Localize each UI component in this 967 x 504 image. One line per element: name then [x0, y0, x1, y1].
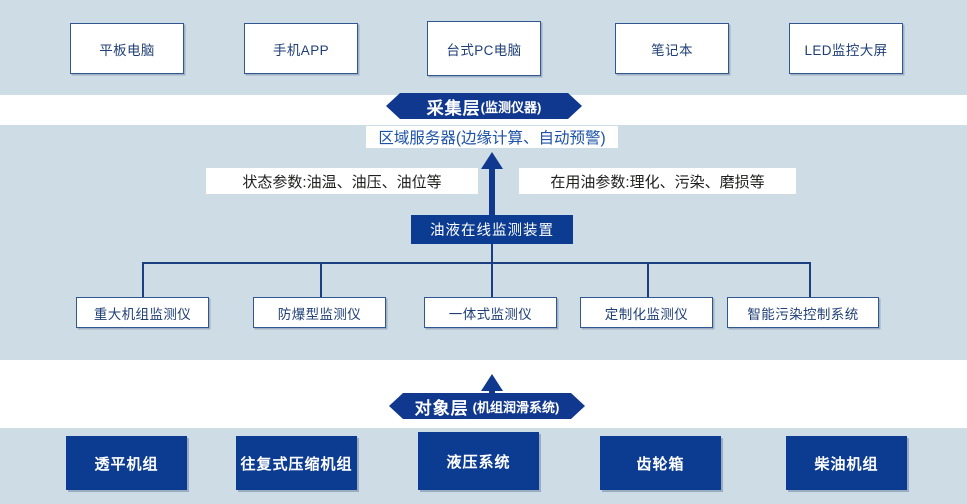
object-box-label: 柴油机组: [814, 455, 879, 473]
status-parameters-text: 状态参数:油温、油压、油位等: [242, 173, 442, 191]
oil-parameters-chip: 在用油参数:理化、污染、磨损等: [519, 168, 796, 194]
presentation-box-led-screen[interactable]: LED监控大屏: [789, 23, 903, 74]
online-monitoring-device-box[interactable]: 油液在线监测装置: [411, 215, 573, 244]
monitor-box-label: 防爆型监测仪: [277, 306, 362, 322]
object-banner-subtitle: (机组润滑系统): [472, 399, 560, 415]
object-layer-banner: 对象层(机组润滑系统): [389, 393, 585, 419]
connector-branch-1: [142, 262, 144, 298]
presentation-box-label: 平板电脑: [99, 42, 155, 58]
regional-server-label: 区域服务器(边缘计算、自动预警): [366, 126, 618, 148]
upward-arrow-collection-shape: [481, 152, 503, 216]
monitor-box-explosion-proof[interactable]: 防爆型监测仪: [253, 297, 386, 328]
regional-server-text: 区域服务器(边缘计算、自动预警): [378, 130, 606, 147]
monitor-box-label: 智能污染控制系统: [747, 306, 859, 322]
monitor-box-label: 重大机组监测仪: [93, 306, 192, 322]
presentation-box-label: LED监控大屏: [804, 42, 888, 58]
monitor-box-smart-contamination-control[interactable]: 智能污染控制系统: [727, 297, 879, 328]
connector-horizontal-bus: [142, 262, 810, 264]
monitor-box-label: 一体式监测仪: [448, 306, 533, 322]
presentation-box-tablet[interactable]: 平板电脑: [70, 23, 184, 74]
arrow-head: [481, 374, 503, 391]
monitor-box-integrated[interactable]: 一体式监测仪: [424, 297, 557, 328]
connector-branch-5: [809, 262, 811, 298]
status-parameters-chip: 状态参数:油温、油压、油位等: [206, 168, 478, 194]
object-box-diesel-unit[interactable]: 柴油机组: [786, 436, 907, 490]
arrow-shaft: [489, 166, 495, 216]
monitor-box-label: 定制化监测仪: [604, 306, 689, 322]
presentation-box-label: 台式PC电脑: [446, 42, 522, 58]
object-box-gearbox[interactable]: 齿轮箱: [600, 436, 721, 490]
collection-layer-banner: 采集层(监测仪器): [386, 93, 582, 119]
monitor-box-major-unit[interactable]: 重大机组监测仪: [76, 297, 209, 328]
oil-parameters-text: 在用油参数:理化、污染、磨损等: [550, 173, 765, 191]
collection-banner-subtitle: (监测仪器): [480, 99, 542, 115]
connector-branch-4: [647, 262, 649, 298]
presentation-box-label: 手机APP: [272, 42, 329, 58]
object-banner-title: 对象层: [414, 398, 469, 418]
online-monitoring-device-label: 油液在线监测装置: [430, 223, 554, 239]
connector-branch-2: [320, 262, 322, 298]
object-box-hydraulic-system[interactable]: 液压系统: [418, 432, 539, 490]
object-box-label: 齿轮箱: [636, 455, 685, 473]
connector-branch-3: [491, 262, 493, 298]
object-box-label: 液压系统: [446, 453, 511, 471]
connector-device-stem: [491, 244, 493, 263]
presentation-box-desktop-pc[interactable]: 台式PC电脑: [427, 21, 541, 76]
object-box-turbine-unit[interactable]: 透平机组: [66, 436, 187, 490]
presentation-box-label: 笔记本: [651, 42, 693, 58]
object-box-reciprocating-compressor[interactable]: 往复式压缩机组: [236, 436, 357, 490]
object-box-label: 透平机组: [94, 455, 159, 473]
arrow-head: [481, 152, 503, 169]
presentation-box-mobile-app[interactable]: 手机APP: [244, 23, 358, 74]
monitor-box-customized[interactable]: 定制化监测仪: [580, 297, 713, 328]
object-box-label: 往复式压缩机组: [240, 455, 353, 473]
presentation-box-laptop[interactable]: 笔记本: [615, 23, 729, 74]
collection-banner-title: 采集层: [426, 98, 481, 118]
